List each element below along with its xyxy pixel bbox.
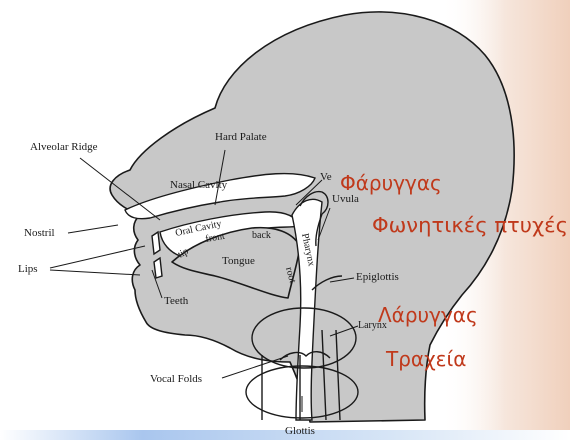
upper-teeth <box>152 232 160 254</box>
leader-nostril <box>68 225 118 233</box>
label-hard-palate: Hard Palate <box>215 131 267 143</box>
leader-lips-b <box>50 270 140 275</box>
label-alveolar-ridge: Alveolar Ridge <box>30 141 98 153</box>
label-glottis: Glottis <box>285 425 315 437</box>
label-epiglottis: Epiglottis <box>356 271 399 283</box>
greek-label-larynx: Λάρυγγας <box>378 303 478 327</box>
label-teeth: Teeth <box>164 295 189 307</box>
label-lips: Lips <box>18 263 38 275</box>
label-nasal-cavity: Nasal Cavity <box>170 179 228 191</box>
lower-teeth <box>154 258 162 278</box>
label-tongue: Tongue <box>222 255 255 267</box>
leader-lips-a <box>50 246 145 268</box>
leader-vocal-folds <box>222 356 288 378</box>
greek-label-vocal-folds: Φωνητικές πτυχές <box>372 213 568 237</box>
label-velum: Ve <box>320 171 332 183</box>
greek-label-pharynx: Φάρυγγας <box>340 171 442 195</box>
label-nostril: Nostril <box>24 227 55 239</box>
greek-label-trachea: Τραχεία <box>385 347 466 371</box>
label-vocal-folds: Vocal Folds <box>150 373 202 385</box>
label-back: back <box>252 230 271 241</box>
